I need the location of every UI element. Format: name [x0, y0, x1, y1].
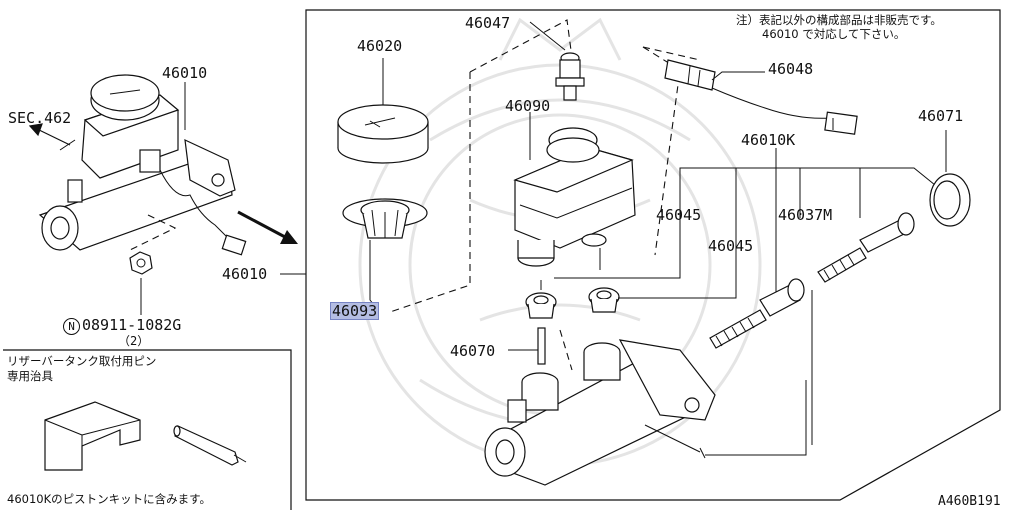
- label-46010-top: 46010: [162, 64, 208, 82]
- label-nut-symbol: N: [63, 317, 80, 335]
- label-46037m: 46037M: [778, 206, 833, 224]
- label-sec-462: SEC.462: [8, 109, 72, 127]
- switch-46047: [529, 21, 585, 101]
- label-46010k: 46010K: [741, 131, 796, 149]
- note-line-2: 46010 で対応して下さい。: [762, 27, 906, 41]
- label-46093[interactable]: 46093: [329, 302, 380, 320]
- main-frame: [305, 9, 1001, 501]
- assembly-illustration: [28, 74, 298, 315]
- figure-code: A460B191: [938, 494, 1001, 509]
- label-46045-a: 46045: [656, 206, 702, 224]
- label-46070: 46070: [450, 342, 496, 360]
- strainer-46093: [342, 198, 428, 311]
- pin-46070: [508, 327, 546, 365]
- grommets-46045: [525, 167, 936, 319]
- tool-illustration: [44, 401, 247, 471]
- label-46020: 46020: [357, 37, 403, 55]
- label-46048: 46048: [768, 60, 814, 78]
- piston-kit-46010k: [709, 148, 915, 445]
- label-46045-b: 46045: [708, 237, 754, 255]
- circled-n-icon: N: [63, 318, 80, 335]
- label-46010-left: 46010: [222, 265, 268, 283]
- cap-46020: [337, 58, 429, 164]
- harness-46048: [642, 46, 858, 135]
- note-line-1: 注）表記以外の構成部品は非販売です。: [736, 13, 942, 27]
- reservoir-46090: [513, 112, 636, 270]
- label-nut-quantity: （2）: [118, 334, 150, 348]
- tool-title-line-1: リザーバータンク取付用ピン: [7, 354, 157, 368]
- master-cylinder-body: [484, 329, 807, 486]
- seal-46071: [929, 130, 971, 227]
- tool-box-frame: [3, 349, 292, 510]
- label-nut-part-number: 08911-1082G: [82, 316, 182, 334]
- kit-note: 46010Kのピストンキットに含みます。: [7, 492, 211, 506]
- tool-title-line-2: 専用治具: [7, 369, 53, 383]
- label-46047: 46047: [465, 14, 511, 32]
- label-46090: 46090: [505, 97, 551, 115]
- label-46071: 46071: [918, 107, 964, 125]
